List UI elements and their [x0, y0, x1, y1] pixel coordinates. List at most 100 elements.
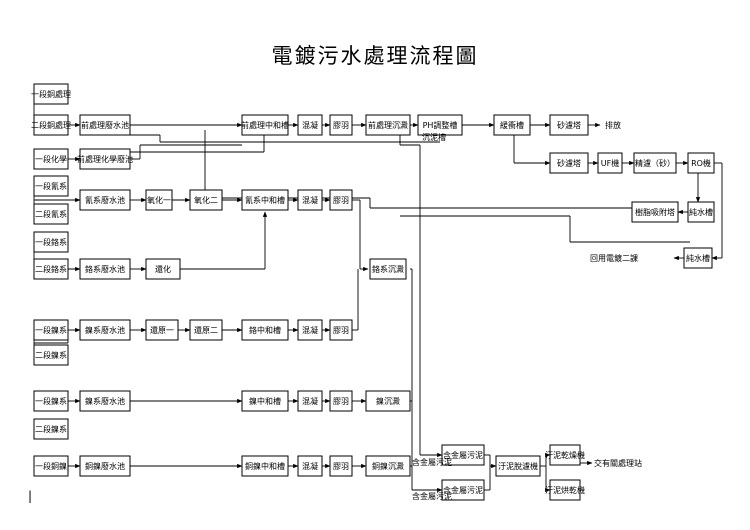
- source-box: 一段銅鎳: [33, 455, 69, 477]
- svg-text:二段氰系: 二段氰系: [35, 209, 67, 219]
- svg-text:前處理中和槽: 前處理中和槽: [241, 120, 289, 130]
- svg-text:純水槽: 純水槽: [689, 207, 713, 217]
- flocculation-box: 膠羽: [329, 455, 353, 477]
- svg-text:膠羽: 膠羽: [333, 196, 349, 205]
- tank-box: 前處理化學廢池: [77, 148, 133, 170]
- neutral-tank-box: 銅鎳中和槽: [241, 455, 289, 477]
- svg-text:鉻系沉澱: 鉻系沉澱: [372, 264, 404, 274]
- source-box: 一段鎳系: [33, 319, 69, 341]
- svg-text:氰系中和槽: 氰系中和槽: [245, 195, 285, 205]
- svg-text:二段鉻系: 二段鉻系: [35, 264, 67, 274]
- svg-text:一段鉻系: 一段鉻系: [35, 237, 67, 247]
- svg-text:還原二: 還原二: [194, 325, 218, 335]
- svg-text:砂濾塔: 砂濾塔: [557, 120, 581, 130]
- press-box: 汙泥脫濾機: [495, 455, 541, 477]
- source-box: 二段鎳系: [33, 344, 69, 366]
- svg-text:鉻系廢水池: 鉻系廢水池: [85, 264, 125, 274]
- sludge-tank-box: 含金屬污泥: [441, 444, 485, 466]
- buffer-box: 緩衝槽: [493, 114, 531, 136]
- coagulation-box: 混凝: [297, 114, 323, 136]
- process-box: 還化: [145, 258, 181, 280]
- flocculation-box: 膠羽: [329, 319, 353, 341]
- svg-text:混凝: 混凝: [302, 325, 318, 335]
- svg-text:二段鎳系: 二段鎳系: [35, 350, 67, 360]
- sand-filter-box: 砂濾塔: [549, 114, 589, 136]
- tank-box: 前處理廢水池: [79, 114, 131, 136]
- svg-text:混凝: 混凝: [302, 195, 318, 205]
- discharge-label: 排放: [605, 120, 621, 130]
- tank-box: 鉻系廢水池: [79, 258, 131, 280]
- svg-text:氧化二: 氧化二: [194, 195, 218, 205]
- pure-water-box: 純水槽: [683, 247, 713, 269]
- svg-text:銅鎳沉澱: 銅鎳沉澱: [372, 461, 404, 471]
- svg-text:鎳系廢水池: 鎳系廢水池: [85, 396, 125, 406]
- source-box: 二段鉻系: [33, 258, 69, 280]
- sludge-tank-box: 含金屬污泥: [441, 479, 485, 501]
- metal-sludge-label: 含金屬污泥: [412, 491, 452, 501]
- svg-text:氧化一: 氧化一: [147, 195, 171, 205]
- svg-text:緩衝槽: 緩衝槽: [500, 120, 524, 130]
- svg-text:膠羽: 膠羽: [333, 121, 349, 130]
- svg-text:一段氰系: 一段氰系: [35, 181, 67, 191]
- svg-text:膠羽: 膠羽: [333, 326, 349, 335]
- svg-text:前處理沉澱: 前處理沉澱: [368, 120, 408, 130]
- settling-box: 前處理沉澱: [365, 114, 411, 136]
- svg-text:汙泥乾燥機: 汙泥乾燥機: [545, 450, 585, 460]
- svg-text:銅鎳中和槽: 銅鎳中和槽: [245, 461, 285, 471]
- ro-box: RO機: [687, 152, 715, 174]
- flocculation-box: 膠羽: [329, 189, 353, 211]
- svg-text:混凝: 混凝: [302, 396, 318, 406]
- svg-text:含金屬污泥: 含金屬污泥: [443, 450, 483, 460]
- uf-box: UF機: [597, 152, 623, 174]
- process-box: 氧化二: [189, 189, 223, 211]
- settling-box: 鎳沉澱: [365, 390, 411, 412]
- svg-text:二段銅處理: 二段銅處理: [31, 120, 71, 130]
- svg-text:一段化學: 一段化學: [35, 154, 67, 164]
- svg-text:含金屬污泥: 含金屬污泥: [443, 485, 483, 495]
- flocculation-box: 膠羽: [329, 114, 353, 136]
- svg-text:膠羽: 膠羽: [333, 397, 349, 406]
- reuse-label: 回用電鍍二課: [590, 253, 638, 263]
- svg-text:膠羽: 膠羽: [333, 462, 349, 471]
- source-box: 一段化學: [33, 148, 69, 170]
- svg-text:一段銅鎳: 一段銅鎳: [35, 461, 67, 471]
- process-box: 氧化一: [145, 189, 173, 211]
- tank-box: 鎳系廢水池: [79, 319, 131, 341]
- svg-text:鎳沉澱: 鎳沉澱: [376, 396, 400, 406]
- svg-text:PH調整槽: PH調整槽: [423, 120, 458, 130]
- ph-adjust-box: PH調整槽: [417, 114, 463, 136]
- svg-text:砂濾塔: 砂濾塔: [557, 158, 581, 168]
- svg-text:鎳中和槽: 鎳中和槽: [249, 396, 281, 406]
- neutral-tank-box: 鎳中和槽: [241, 390, 289, 412]
- coagulation-box: 混凝: [297, 455, 323, 477]
- neutral-tank-box: 鉻中和槽: [241, 319, 289, 341]
- flocculation-box: 膠羽: [329, 390, 353, 412]
- source-box: 一段鉻系: [33, 231, 69, 253]
- source-box: 二段鎳系: [33, 418, 69, 440]
- svg-text:混凝: 混凝: [302, 461, 318, 471]
- resin-box: 樹脂吸附塔: [631, 201, 679, 223]
- svg-text:一段鎳系: 一段鎳系: [35, 325, 67, 335]
- svg-text:鎳系廢水池: 鎳系廢水池: [85, 325, 125, 335]
- svg-text:精濾（砂）: 精濾（砂）: [635, 158, 675, 168]
- svg-text:混凝: 混凝: [302, 120, 318, 130]
- svg-text:前處理廢水池: 前處理廢水池: [81, 120, 129, 130]
- settling-box: 鉻系沉澱: [369, 258, 407, 280]
- svg-text:氰系廢水池: 氰系廢水池: [85, 195, 125, 205]
- source-box: 一段氰系: [33, 175, 69, 197]
- svg-text:一段鎳系: 一段鎳系: [35, 396, 67, 406]
- outbound-label: 交有關處理站: [594, 458, 642, 468]
- svg-text:RO機: RO機: [691, 158, 711, 168]
- cursor-mark: |: [28, 489, 32, 503]
- pure-water-box: 純水槽: [687, 201, 715, 223]
- svg-text:鉻中和槽: 鉻中和槽: [249, 325, 281, 335]
- svg-text:一段銅處理: 一段銅處理: [31, 89, 71, 99]
- coagulation-box: 混凝: [297, 189, 323, 211]
- svg-text:二段鎳系: 二段鎳系: [35, 424, 67, 434]
- svg-text:前處理化學廢池: 前處理化學廢池: [77, 154, 133, 164]
- neutral-tank-box: 前處理中和槽: [241, 114, 289, 136]
- dryer-box: 汙泥乾燥機: [545, 444, 585, 466]
- source-box: 二段氰系: [33, 203, 69, 225]
- svg-text:還化: 還化: [155, 264, 171, 274]
